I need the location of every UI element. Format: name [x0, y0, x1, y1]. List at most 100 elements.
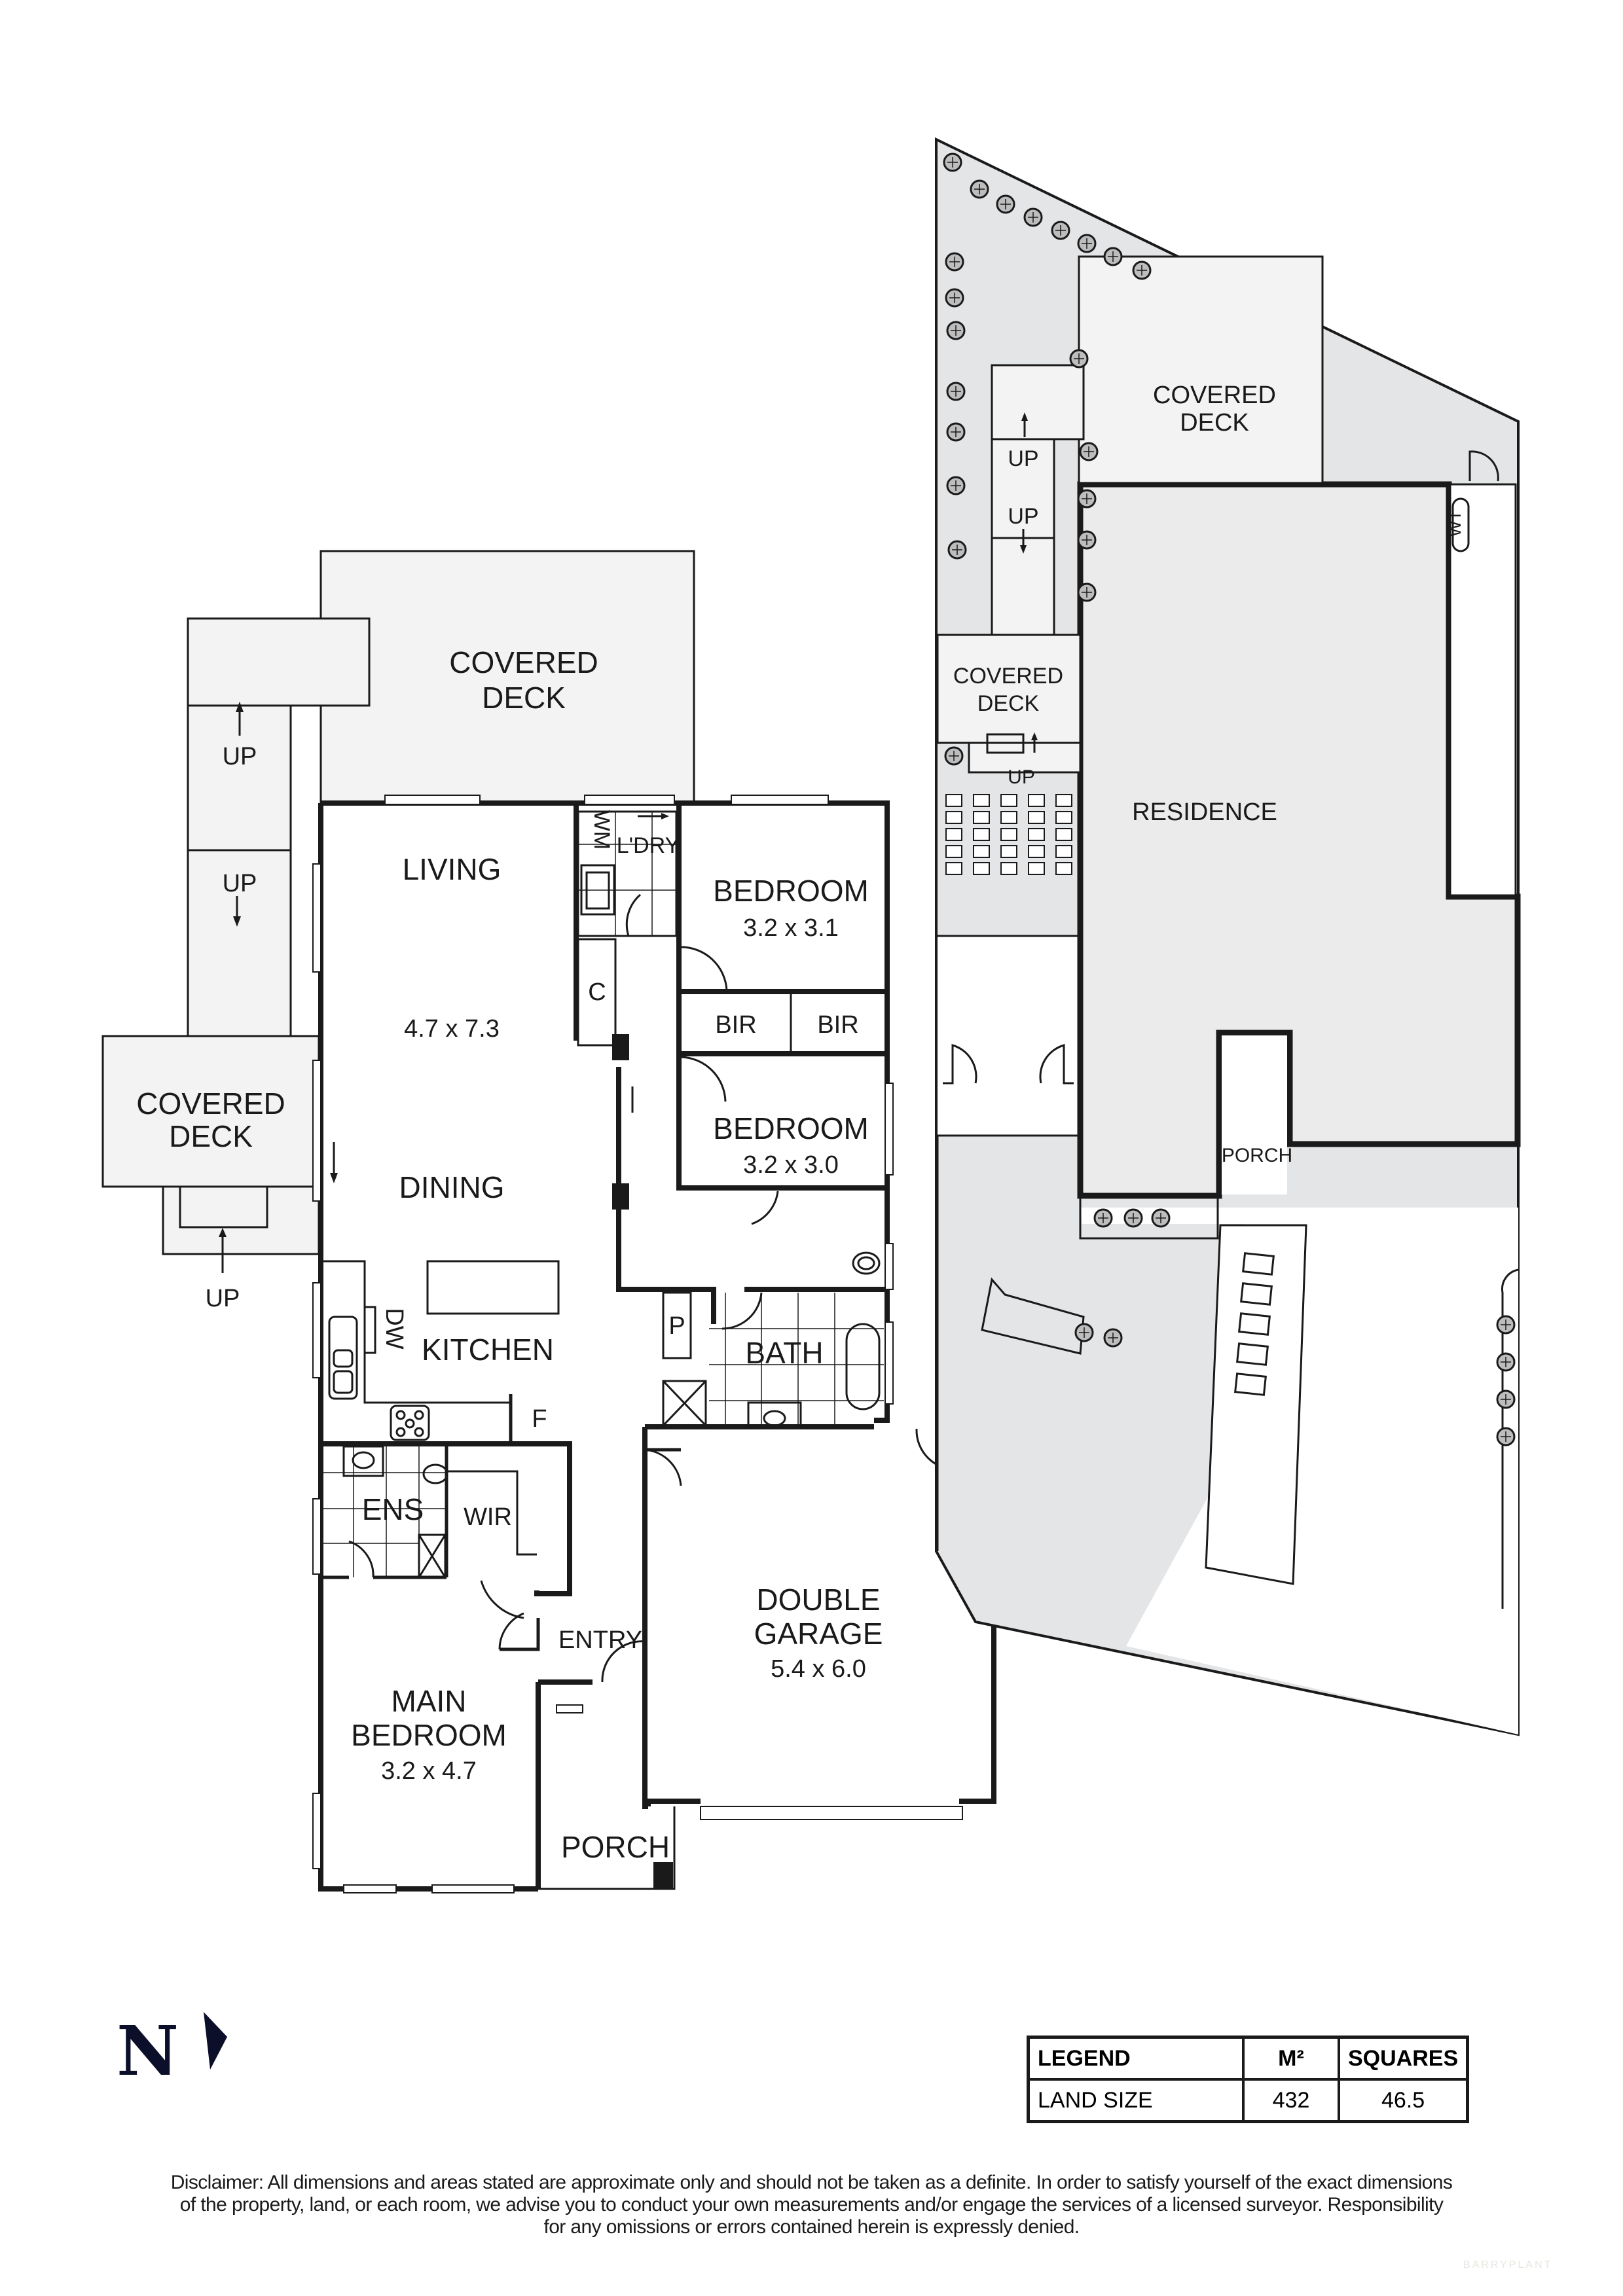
bir-1-label: BIR: [715, 1011, 756, 1039]
paver: [1055, 845, 1072, 858]
living-label: LIVING: [403, 852, 501, 886]
north-arrow-icon: [204, 2012, 227, 2070]
fridge-label: F: [532, 1405, 547, 1433]
paver: [1055, 862, 1072, 875]
ensuite: ENS WIR: [323, 1444, 537, 1619]
paver: [945, 862, 962, 875]
entry: ENTRY: [498, 1448, 682, 1683]
washing-machine-label: WM: [589, 810, 614, 850]
column: [653, 1862, 673, 1888]
bedroom-2-label: BEDROOM: [713, 1111, 869, 1145]
disclaimer: Disclaimer: All dimensions and areas sta…: [65, 2172, 1558, 2238]
paver: [1000, 828, 1017, 841]
paver: [973, 811, 990, 824]
bedroom-1-dimensions: 3.2 x 3.1: [743, 914, 839, 942]
porch-label: PORCH: [561, 1830, 670, 1864]
paver: [1000, 811, 1017, 824]
driveway-pavers: [1234, 1252, 1275, 1396]
residence-label: RESIDENCE: [1132, 798, 1277, 826]
covered-deck-west-label-2: DECK: [169, 1119, 253, 1153]
legend-row-land-size: LAND SIZE 432 46.5: [1027, 2078, 1469, 2123]
paver: [1000, 862, 1017, 875]
paver: [973, 828, 990, 841]
column: [612, 1183, 629, 1210]
legend-land-size-squares: 46.5: [1338, 2078, 1469, 2123]
paver: [1000, 794, 1017, 807]
paver: [1028, 845, 1045, 858]
covered-deck-top-label-2: DECK: [482, 681, 566, 715]
paver: [1028, 794, 1045, 807]
windows: [312, 795, 963, 1893]
paver: [1240, 1282, 1273, 1306]
bedroom-2: BEDROOM 3.2 x 3.0: [680, 1056, 869, 1179]
paver: [1028, 862, 1045, 875]
north-label: N: [117, 2011, 179, 2091]
paver: [1055, 828, 1072, 841]
site-stairs-up-1: UP: [1008, 446, 1038, 471]
disclaimer-line-2: of the property, land, or each room, we …: [179, 2194, 1444, 2215]
dining-label: DINING: [399, 1170, 505, 1204]
garage-dimensions: 5.4 x 6.0: [771, 1655, 866, 1683]
paver: [1000, 845, 1017, 858]
brand-watermark: BARRYPLANT: [1463, 2259, 1553, 2270]
paver: [973, 794, 990, 807]
site-covered-deck-1-label-2: DECK: [1180, 409, 1249, 437]
laundry: WM L'DRY: [577, 810, 680, 937]
paver: [1055, 811, 1072, 824]
paver: [973, 845, 990, 858]
site-porch-label: PORCH: [1222, 1145, 1292, 1166]
disclaimer-line-3: for any omissions or errors contained he…: [543, 2216, 1080, 2238]
paver: [973, 862, 990, 875]
covered-deck-west: COVERED DECK UP: [101, 1035, 320, 1312]
paver: [945, 811, 962, 824]
paver: [1055, 794, 1072, 807]
ensuite-label: ENS: [362, 1492, 424, 1526]
legend-header-row: LEGEND M² SQUARES: [1027, 2036, 1469, 2081]
disclaimer-line-1: Disclaimer: All dimensions and areas sta…: [170, 2172, 1453, 2193]
bedroom-2-dimensions: 3.2 x 3.0: [743, 1151, 839, 1179]
garage-label-2: GARAGE: [754, 1617, 883, 1651]
pantry-label: P: [668, 1312, 685, 1340]
paver: [945, 845, 962, 858]
legend-table: LEGEND M² SQUARES LAND SIZE 432 46.5: [1027, 2036, 1470, 2123]
kitchen-label: KITCHEN: [422, 1333, 554, 1367]
trees: [943, 152, 1516, 1446]
site-covered-deck-1-label-1: COVERED: [1153, 382, 1276, 409]
paver: [1028, 811, 1045, 824]
west-stairs: UP UP: [187, 617, 371, 1037]
stairs-up-label-2: UP: [223, 870, 257, 897]
site-stairs-up-3: UP: [1008, 766, 1035, 788]
site-covered-deck-2-label-1: COVERED: [953, 664, 1063, 689]
dishwasher-label: DW: [380, 1308, 408, 1349]
legend-land-size-label: LAND SIZE: [1027, 2078, 1245, 2123]
paver: [1234, 1372, 1267, 1396]
bedroom-1-label: BEDROOM: [713, 874, 869, 908]
cupboard: [577, 938, 617, 1047]
bath-label: BATH: [745, 1336, 823, 1370]
legend-header-squares: SQUARES: [1338, 2036, 1469, 2081]
paver: [1236, 1342, 1269, 1366]
laundry-label: L'DRY: [617, 833, 680, 858]
stairs-up-label-1: UP: [223, 743, 257, 770]
bath: P BATH: [662, 1191, 884, 1429]
water-tank-label: WT: [1445, 511, 1465, 537]
stairs-up-label-3: UP: [206, 1285, 240, 1312]
legend-header-label: LEGEND: [1027, 2036, 1245, 2081]
main-bedroom-label-1: MAIN: [392, 1684, 467, 1718]
paver: [945, 794, 962, 807]
paver: [1028, 828, 1045, 841]
entry-label: ENTRY: [558, 1626, 642, 1654]
covered-deck-top-label-1: COVERED: [449, 645, 598, 679]
site-covered-deck-2-label-2: DECK: [977, 691, 1040, 716]
paver: [1238, 1312, 1271, 1336]
site-plan: WT COVERED DECK UP UP COVERED DECK UP RE…: [935, 137, 1521, 1736]
garage-label-1: DOUBLE: [756, 1583, 880, 1617]
legend-land-size-m2: 432: [1242, 2078, 1340, 2123]
paver-grid: [945, 794, 1072, 875]
paver: [1242, 1252, 1275, 1276]
covered-deck-west-label-1: COVERED: [136, 1086, 285, 1121]
living-dimensions: 4.7 x 7.3: [404, 1015, 500, 1043]
wir-label: WIR: [464, 1503, 512, 1531]
bedroom-1: BEDROOM 3.2 x 3.1 BIR BIR: [680, 874, 869, 1039]
